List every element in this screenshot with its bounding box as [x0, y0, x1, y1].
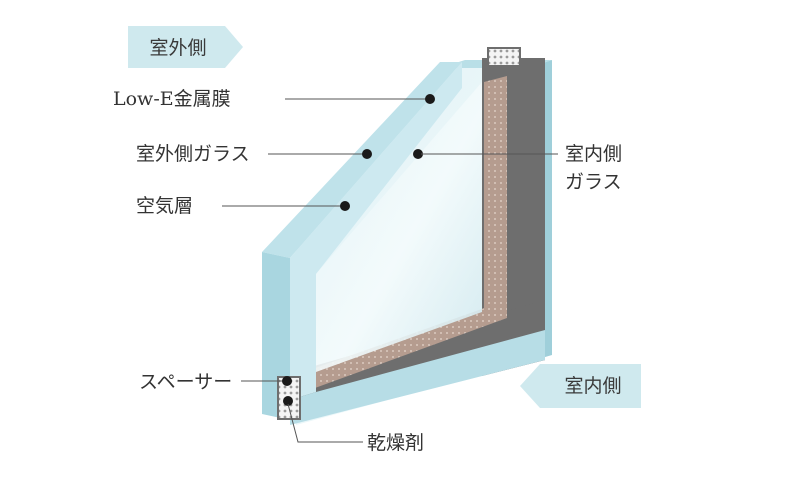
desiccant-callout: 乾燥剤: [283, 396, 424, 454]
spacer-label: スペーサー: [139, 371, 232, 393]
inner-glass-callout: 室内側 ガラス: [413, 143, 622, 193]
air-layer-marker-dot: [340, 201, 350, 211]
lowe-callout: Low-E金属膜: [113, 88, 435, 110]
indoor-side-tag: 室内側: [520, 364, 641, 408]
outdoor-side-tag-label: 室外側: [149, 37, 206, 59]
inner-glass-label-line2: ガラス: [565, 171, 622, 193]
desiccant-label: 乾燥剤: [367, 432, 424, 454]
inner-glass-marker-dot: [413, 149, 423, 159]
spacer-frame: [300, 47, 545, 420]
outer-glass-callout: 室外側ガラス: [136, 143, 372, 165]
outer-glass-marker-dot: [362, 149, 372, 159]
desiccant-leader-line: [287, 403, 363, 443]
air-layer-label: 空気層: [136, 195, 193, 217]
inner-glass-label-line1: 室内側: [565, 143, 622, 165]
indoor-side-tag-label: 室内側: [564, 375, 621, 397]
outdoor-side-tag: 室外側: [128, 26, 243, 68]
spacer-marker-dot: [282, 376, 292, 386]
outer-glass-label: 室外側ガラス: [136, 143, 250, 165]
air-layer-callout: 空気層: [136, 195, 350, 217]
lowe-label: Low-E金属膜: [113, 88, 231, 110]
spacer-callout: スペーサー: [139, 371, 292, 393]
desiccant-marker-dot: [283, 396, 293, 406]
lowe-marker-dot: [425, 94, 435, 104]
